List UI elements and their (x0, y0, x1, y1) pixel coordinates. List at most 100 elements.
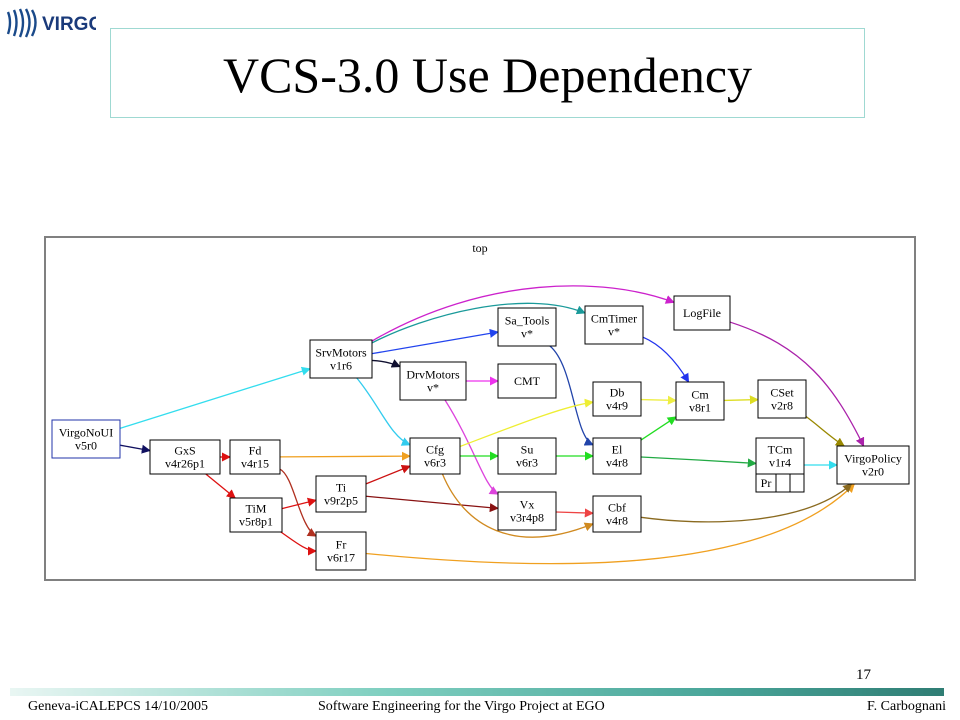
edge-srvmotors-to-cmtimer (371, 302, 586, 344)
node-version: v6r17 (327, 551, 355, 565)
node-box (592, 495, 642, 533)
node-box (497, 491, 557, 531)
node-version: v6r3 (516, 456, 538, 470)
node-label: El (612, 443, 623, 457)
edge-vx-to-cbf (555, 508, 594, 518)
node-label: LogFile (683, 306, 721, 320)
node-version: v4r8 (606, 456, 628, 470)
node-version: v3r4p8 (510, 511, 544, 525)
edge-cbf-to-virgopolicy (640, 483, 853, 523)
node-label: Fr (336, 538, 347, 552)
node-label: Sa_Tools (505, 314, 550, 328)
footer-left: Geneva-iCALEPCS 14/10/2005 (28, 699, 209, 714)
node-box (675, 381, 725, 421)
footer-center: Software Engineering for the Virgo Proje… (318, 699, 605, 714)
edge-fd-to-cfg (279, 451, 411, 461)
title-box: VCS-3.0 Use Dependency (110, 28, 865, 118)
edge-cfg-to-db (459, 398, 594, 448)
node-box (229, 497, 283, 533)
node-label: VirgoPolicy (844, 452, 902, 466)
edge-fd-to-fr (279, 468, 317, 537)
edge-tim-to-ti (281, 497, 317, 510)
node-version: v4r8 (606, 514, 628, 528)
node-label: CMT (514, 374, 541, 388)
node-label: DrvMotors (406, 368, 460, 382)
node-version: v9r2p5 (324, 494, 358, 508)
node-box (584, 305, 644, 345)
node-box (592, 381, 642, 417)
node-version: v* (521, 327, 533, 341)
node-label: Cfg (426, 443, 444, 457)
edge-cset-to-virgopolicy (805, 415, 845, 447)
node-label: GxS (174, 444, 195, 458)
node-label: Su (521, 443, 534, 457)
node-version: v6r3 (424, 456, 446, 470)
node-label: Cbf (608, 501, 626, 515)
node-box (497, 437, 557, 475)
node-version: v4r26p1 (165, 457, 205, 471)
edge-cfg-to-cbf (441, 473, 594, 538)
node-box (149, 439, 221, 475)
logo-text: VIRGO (42, 14, 96, 35)
node-version: v* (427, 381, 439, 395)
edge-fr-to-virgopolicy (365, 483, 855, 565)
node-label: SrvMotors (315, 346, 367, 360)
node-box (409, 437, 461, 475)
node-box (229, 439, 281, 475)
node-label: Db (610, 386, 625, 400)
virgo-logo: VIRGO (6, 8, 96, 38)
node-box (309, 339, 373, 379)
node-cmt: CMT (497, 363, 557, 399)
node-box (497, 363, 557, 399)
node-label: Ti (336, 481, 347, 495)
node-version: v5r8p1 (239, 515, 273, 529)
node-version: v4r15 (241, 457, 269, 471)
edge-el-to-cm (640, 416, 677, 441)
footer-bar (10, 688, 944, 696)
edge-srvmotors-to-sa_tools (371, 328, 499, 355)
edge-drvmotors-to-vx (444, 399, 499, 495)
node-version: v2r0 (862, 465, 884, 479)
edge-cmtimer-to-cm (642, 336, 690, 383)
edge-el-to-tcm (640, 456, 757, 468)
node-box (315, 475, 367, 513)
edge-ti-to-cfg (365, 464, 411, 485)
node-version: v1r4 (769, 456, 791, 470)
node-sub-label: Pr (761, 476, 772, 490)
slide-title: VCS-3.0 Use Dependency (222, 47, 753, 103)
edge-db-to-cm (640, 395, 677, 405)
node-box (673, 295, 731, 331)
node-label: Vx (520, 498, 535, 512)
node-version: v* (608, 325, 620, 339)
node-logfile: LogFile (673, 295, 731, 331)
edge-tim-to-fr (280, 531, 317, 556)
edge-srvmotors-to-drvmotors (371, 359, 401, 368)
graph-top-label: top (472, 241, 487, 255)
node-label: CmTimer (591, 312, 637, 326)
node-box (51, 419, 121, 459)
node-label: VirgoNoUI (59, 426, 113, 440)
node-box (315, 531, 367, 571)
edge-gxs-to-tim (205, 473, 236, 499)
node-box (497, 307, 557, 347)
node-label: Cm (691, 388, 709, 402)
edge-srvmotors-to-logfile (371, 285, 675, 342)
edge-ti-to-vx (365, 495, 499, 513)
